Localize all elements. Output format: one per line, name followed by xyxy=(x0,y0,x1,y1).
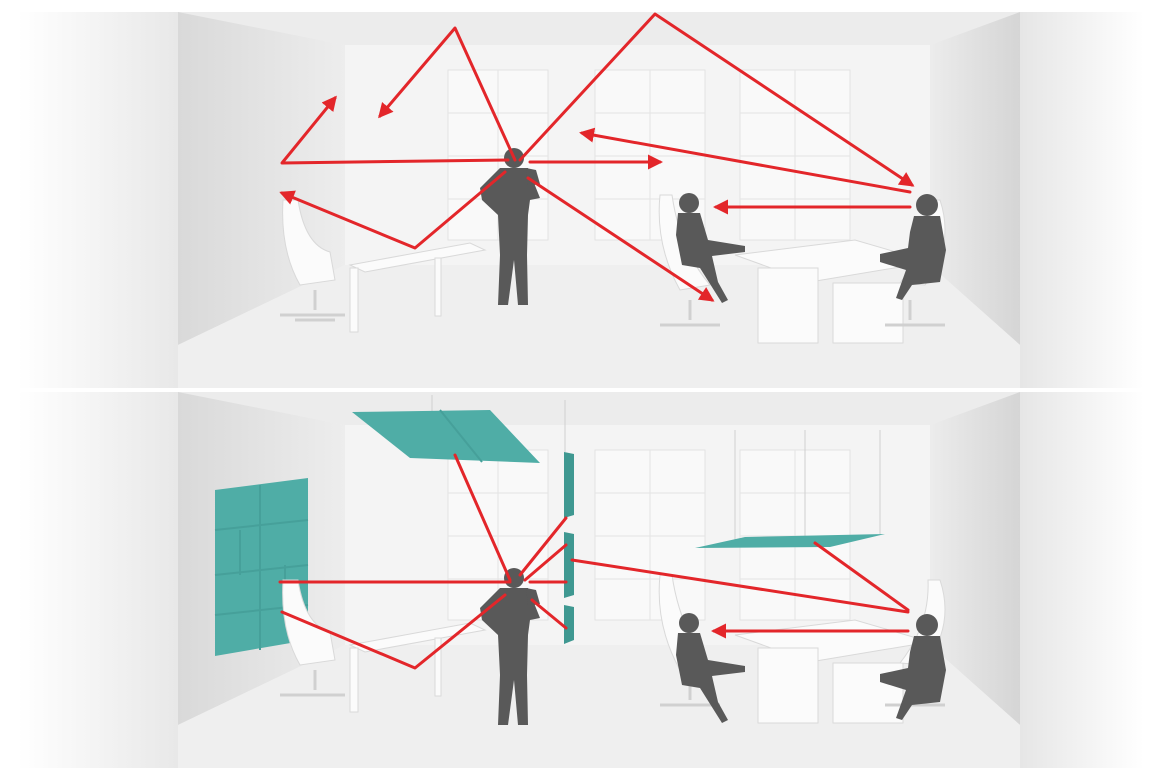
acoustic-ceiling-panel-right xyxy=(695,534,885,548)
seated-person-right-bottom xyxy=(880,614,946,720)
room-scene-bottom xyxy=(18,392,1144,768)
absorbed-sound-lines xyxy=(278,453,910,670)
right-wall-top xyxy=(930,12,1020,345)
reverberation-arrows xyxy=(279,12,915,302)
ceiling-top xyxy=(178,12,1020,45)
outer-wall-left xyxy=(18,12,178,388)
chair-left-top xyxy=(280,199,345,322)
panel-suspension-wires xyxy=(431,395,881,540)
seated-person-left-top xyxy=(676,193,745,303)
seated-person-right-top xyxy=(880,194,946,300)
conference-table-top xyxy=(734,239,931,344)
room-scene-top xyxy=(18,12,1144,388)
acoustic-ceiling-panel-left xyxy=(352,409,540,463)
desk-left-top xyxy=(348,242,487,333)
desk-left-bottom xyxy=(348,622,487,713)
seated-person-left-bottom xyxy=(676,613,745,723)
outer-wall-right xyxy=(1020,12,1144,388)
acoustic-vertical-baffles xyxy=(564,452,574,644)
